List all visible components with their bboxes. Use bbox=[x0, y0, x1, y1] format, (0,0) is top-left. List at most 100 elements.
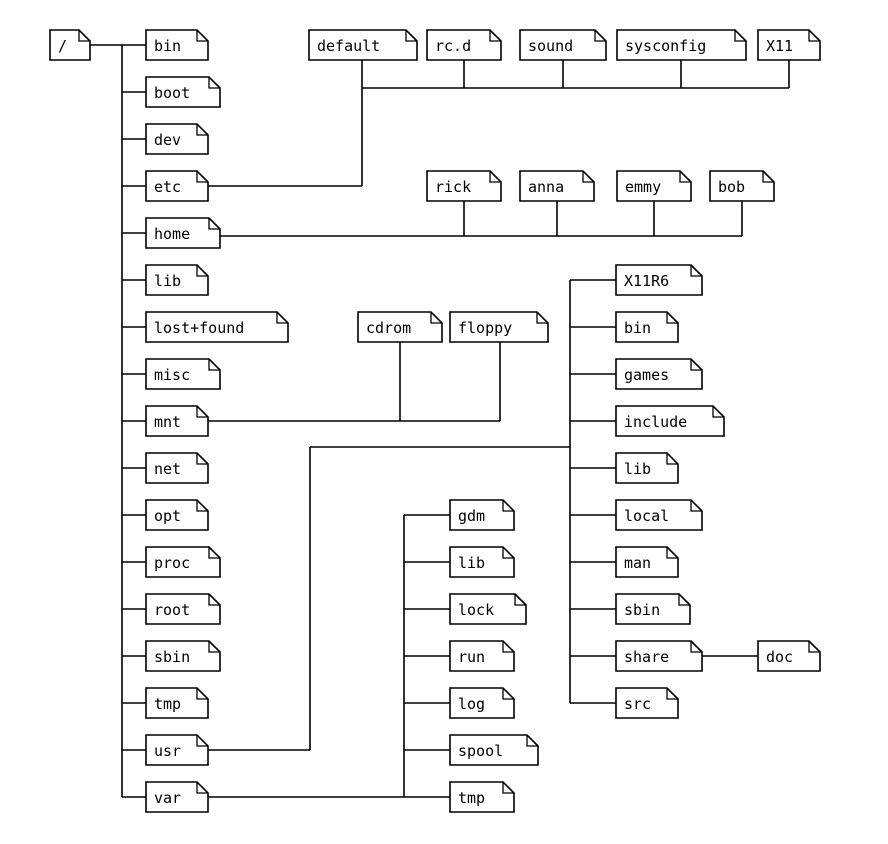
tree-nodes: / bin boot dev etc home lib lost+found misc mnt ne… bbox=[49, 29, 821, 813]
node-box bbox=[449, 640, 515, 672]
node-label: bin bbox=[154, 37, 181, 55]
node-label: rick bbox=[435, 178, 471, 196]
node-usr-local: local bbox=[615, 499, 703, 531]
node-usr-src: src bbox=[615, 687, 679, 719]
node-usr-share-doc: doc bbox=[757, 640, 821, 672]
node-usr-bin: bin bbox=[615, 311, 679, 343]
fold-corner-icon bbox=[502, 782, 514, 794]
node-usr-x11r6: X11R6 bbox=[615, 264, 703, 296]
node-label: lib bbox=[458, 554, 485, 572]
node-box bbox=[615, 499, 703, 531]
fold-corner-icon bbox=[502, 500, 514, 512]
node-box bbox=[519, 29, 607, 61]
node-label: dev bbox=[154, 131, 181, 149]
node-var-lib: lib bbox=[449, 546, 515, 578]
node-label: net bbox=[154, 460, 181, 478]
fold-corner-icon bbox=[666, 688, 678, 700]
fold-corner-icon bbox=[196, 30, 208, 42]
node-box bbox=[615, 358, 703, 390]
node-usr-lib: lib bbox=[615, 452, 679, 484]
node-box bbox=[145, 781, 209, 813]
node-label: log bbox=[458, 695, 485, 713]
node-usr-share: share bbox=[615, 640, 703, 672]
node-box bbox=[757, 29, 821, 61]
fold-corner-icon bbox=[196, 171, 208, 183]
node-box bbox=[145, 217, 221, 249]
node-boot: boot bbox=[145, 76, 221, 108]
node-box bbox=[145, 734, 209, 766]
node-lib: lib bbox=[145, 264, 209, 296]
node-label: gdm bbox=[458, 507, 485, 525]
node-var-log: log bbox=[449, 687, 515, 719]
node-label: usr bbox=[154, 742, 181, 760]
node-box bbox=[616, 29, 747, 61]
node-label: cdrom bbox=[366, 319, 411, 337]
node-box bbox=[449, 499, 515, 531]
fold-corner-icon bbox=[808, 641, 820, 653]
node-box bbox=[615, 405, 725, 437]
node-box bbox=[615, 264, 703, 296]
fold-corner-icon bbox=[690, 265, 702, 277]
node-box bbox=[145, 170, 209, 202]
node-box bbox=[615, 311, 679, 343]
node-opt: opt bbox=[145, 499, 209, 531]
node-sbin: sbin bbox=[145, 640, 221, 672]
fold-corner-icon bbox=[690, 641, 702, 653]
fold-corner-icon bbox=[196, 406, 208, 418]
node-label: boot bbox=[154, 84, 190, 102]
node-label: tmp bbox=[458, 789, 485, 807]
node-box bbox=[145, 76, 221, 108]
fold-corner-icon bbox=[208, 594, 220, 606]
fold-corner-icon bbox=[196, 500, 208, 512]
fold-corner-icon bbox=[196, 688, 208, 700]
node-label: src bbox=[624, 695, 651, 713]
node-box bbox=[145, 311, 289, 343]
fold-corner-icon bbox=[276, 312, 288, 324]
node-var: var bbox=[145, 781, 209, 813]
node-label: etc bbox=[154, 178, 181, 196]
fold-corner-icon bbox=[690, 359, 702, 371]
node-box bbox=[615, 593, 691, 625]
node-label: proc bbox=[154, 554, 190, 572]
node-home: home bbox=[145, 217, 221, 249]
node-etc-default: default bbox=[308, 29, 418, 61]
node-mnt: mnt bbox=[145, 405, 209, 437]
node-box bbox=[145, 499, 209, 531]
node-box bbox=[145, 593, 221, 625]
node-box bbox=[449, 687, 515, 719]
node-box bbox=[145, 29, 209, 61]
node-usr: usr bbox=[145, 734, 209, 766]
tree-edges bbox=[90, 44, 790, 798]
node-label: default bbox=[317, 37, 380, 55]
node-label: tmp bbox=[154, 695, 181, 713]
node-label: lost+found bbox=[154, 319, 244, 337]
fold-corner-icon bbox=[430, 312, 442, 324]
fold-corner-icon bbox=[502, 547, 514, 559]
node-etc-sound: sound bbox=[519, 29, 607, 61]
node-box bbox=[449, 593, 527, 625]
node-box bbox=[615, 546, 679, 578]
node-label: root bbox=[154, 601, 190, 619]
node-label: misc bbox=[154, 366, 190, 384]
node-label: local bbox=[624, 507, 669, 525]
node-var-run: run bbox=[449, 640, 515, 672]
node-label: X11R6 bbox=[624, 272, 669, 290]
fold-corner-icon bbox=[502, 688, 514, 700]
node-usr-games: games bbox=[615, 358, 703, 390]
node-label: sbin bbox=[154, 648, 190, 666]
node-etc-x11: X11 bbox=[757, 29, 821, 61]
node-root: / bbox=[49, 29, 91, 61]
node-box bbox=[616, 170, 692, 202]
fold-corner-icon bbox=[489, 171, 501, 183]
fold-corner-icon bbox=[405, 30, 417, 42]
fold-corner-icon bbox=[208, 641, 220, 653]
fold-corner-icon bbox=[502, 641, 514, 653]
fold-corner-icon bbox=[196, 124, 208, 136]
node-etc-sysconfig: sysconfig bbox=[616, 29, 747, 61]
node-label: spool bbox=[458, 742, 503, 760]
node-label: lock bbox=[458, 601, 494, 619]
node-box bbox=[615, 640, 703, 672]
node-label: anna bbox=[528, 178, 564, 196]
node-box bbox=[145, 687, 209, 719]
node-home-emmy: emmy bbox=[616, 170, 692, 202]
